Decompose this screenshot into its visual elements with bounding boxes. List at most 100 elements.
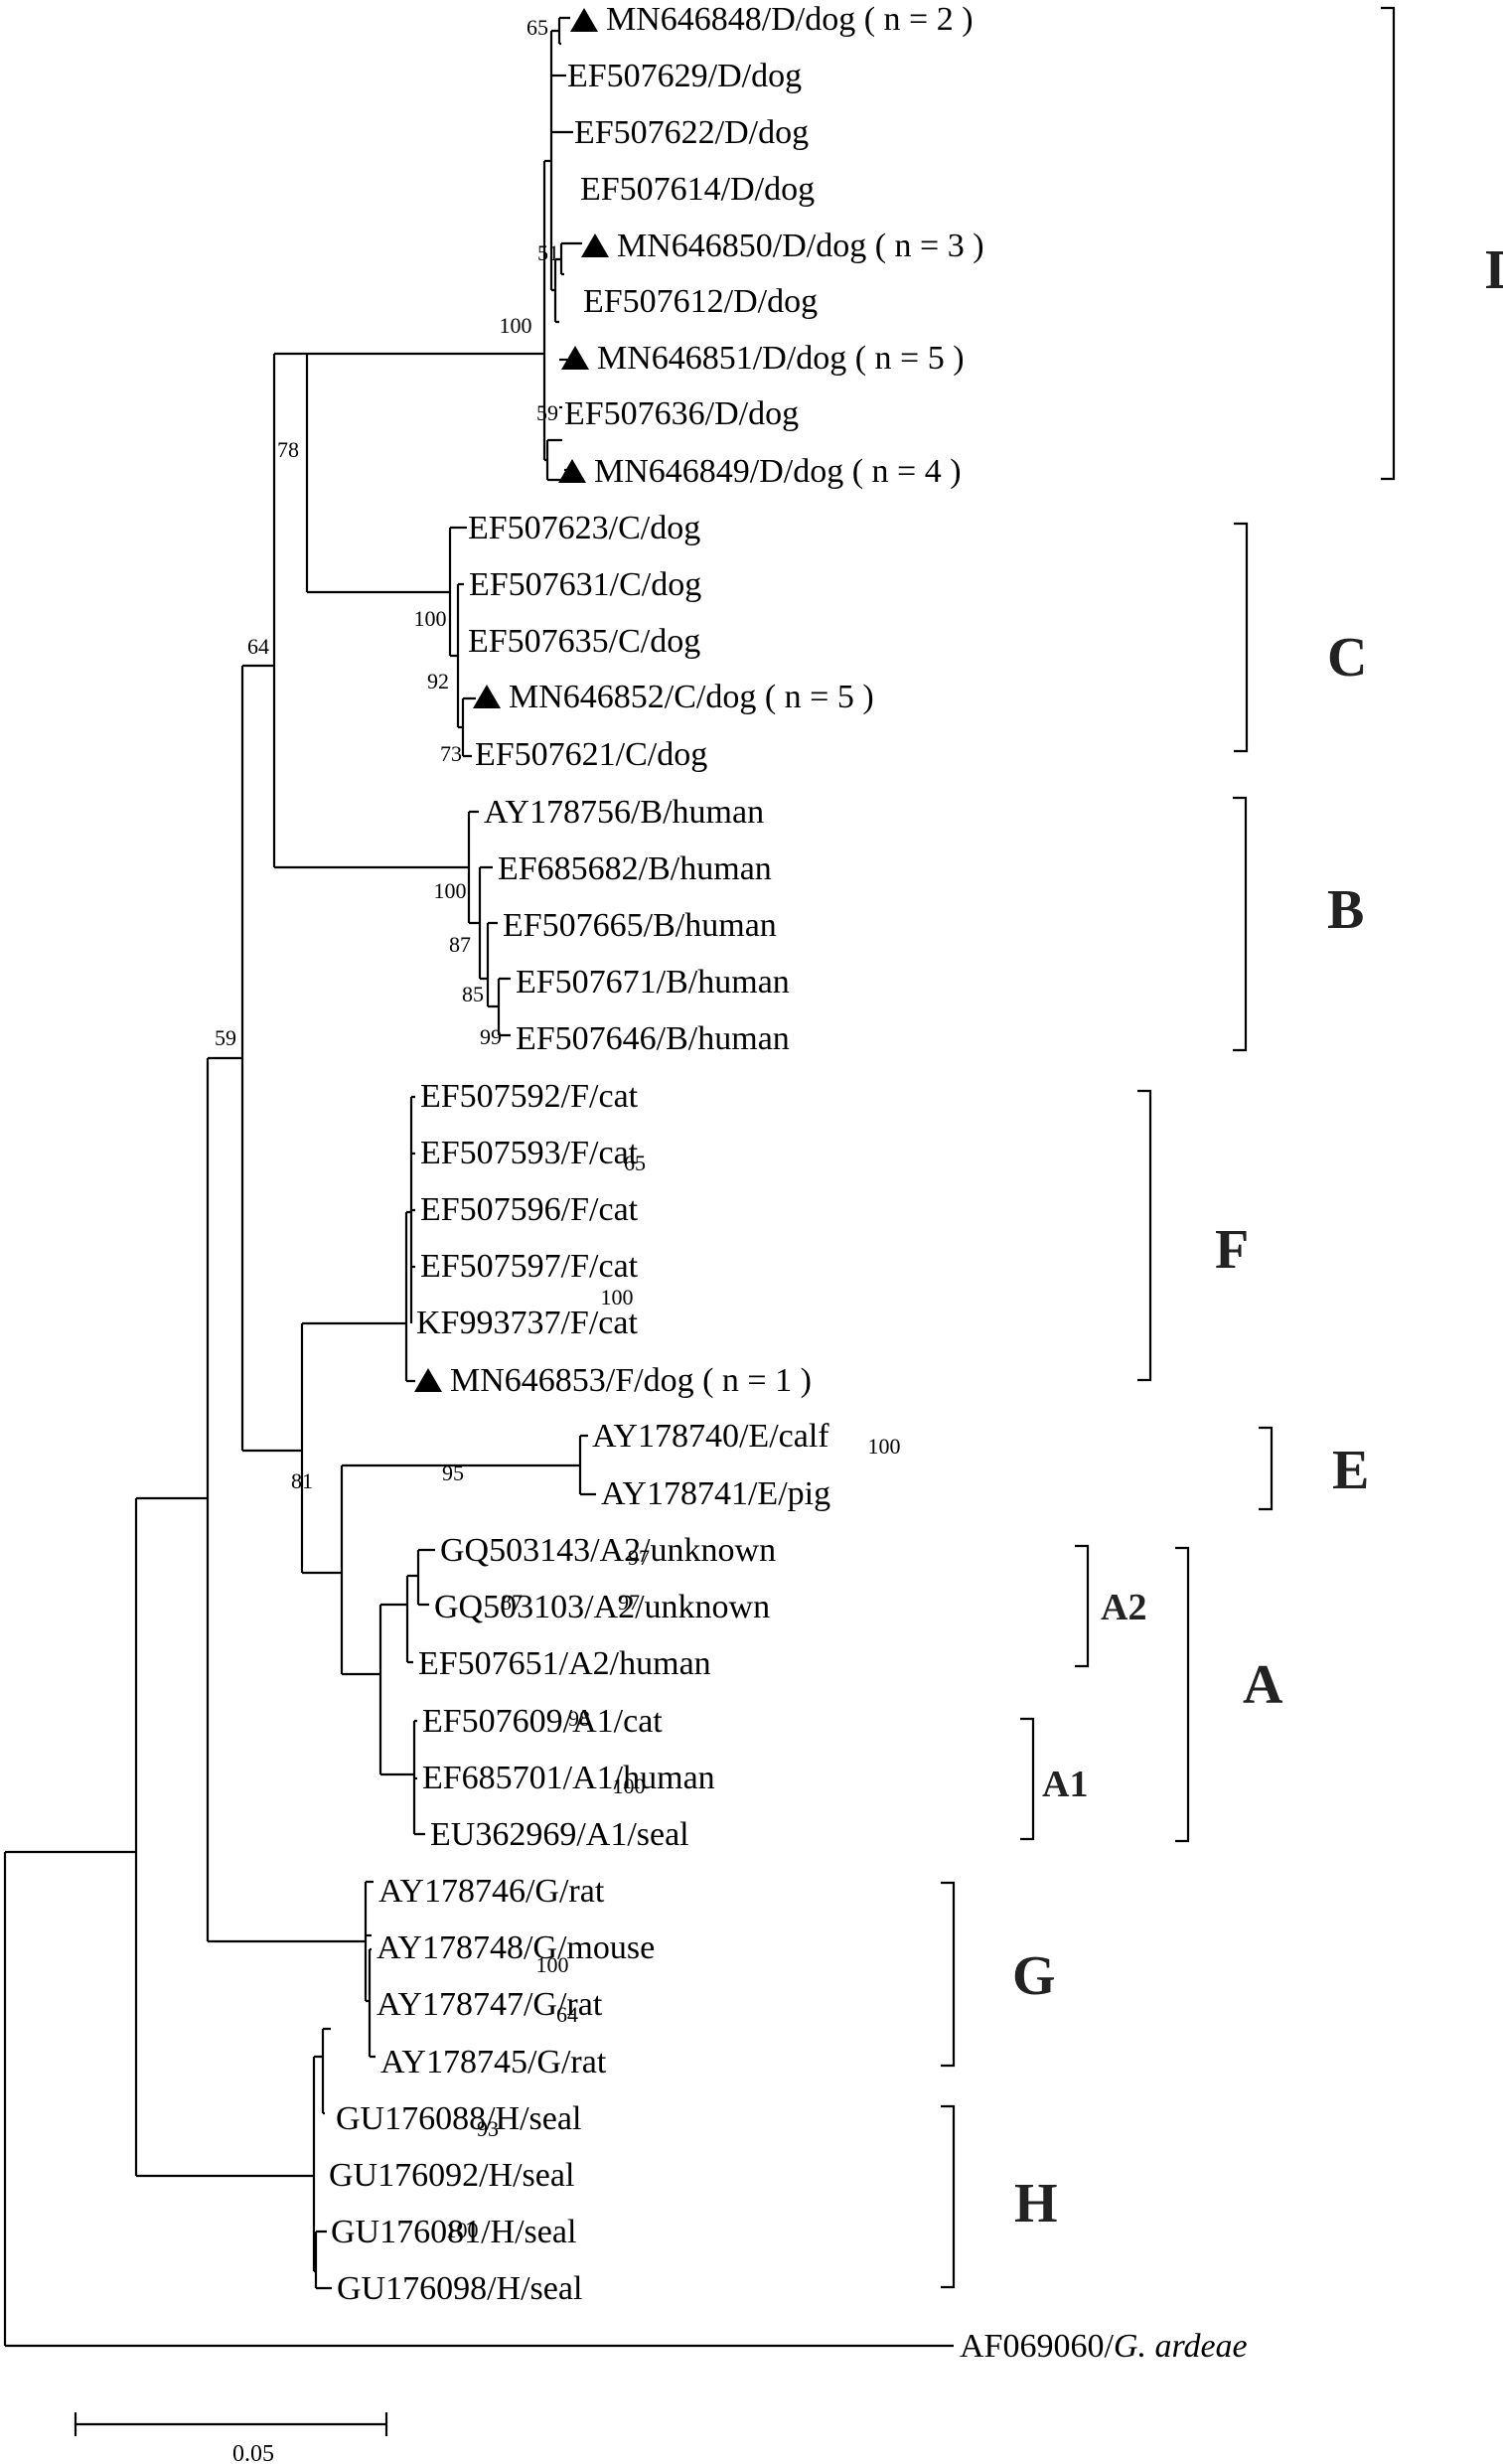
leaf-label: AY178747/G/rat	[376, 1986, 603, 2023]
leaf-label: MN646851/D/dog ( n = 5 )	[597, 340, 965, 377]
clade-label-a: A	[1243, 1654, 1283, 1716]
clade-label-h: H	[1014, 2173, 1058, 2234]
leaf-label: GQ503143/A2/unknown	[440, 1532, 776, 1569]
leaf-label: EF507621/C/dog	[475, 736, 707, 773]
clade-label-a2: A2	[1101, 1587, 1146, 1628]
clade-label-g: G	[1012, 1945, 1056, 2007]
leaf-label: MN646853/F/dog ( n = 1 )	[450, 1362, 812, 1399]
new-sequence-triangle-icon	[581, 233, 609, 257]
bootstrap-value: 100	[613, 1773, 646, 1798]
clade-bracket-d	[1381, 6, 1396, 481]
new-sequence-triangle-icon	[414, 1368, 442, 1392]
leaf-label: EF507631/C/dog	[469, 566, 701, 603]
bootstrap-value: 97	[628, 1545, 650, 1570]
bootstrap-value: 73	[440, 741, 462, 766]
leaf-label: EF507651/A2/human	[418, 1645, 711, 1682]
scale-bar: 0.05	[74, 2412, 388, 2464]
bootstrap-value: 100	[868, 1434, 901, 1459]
bootstrap-value: 65	[624, 1151, 646, 1175]
leaf-label: KF993737/F/cat	[416, 1305, 638, 1341]
leaf-label: GU176092/H/seal	[329, 2157, 574, 2194]
clade-bracket-a2	[1075, 1544, 1090, 1668]
leaf-label: EF507665/B/human	[503, 907, 777, 944]
bootstrap-value: 100	[446, 2218, 479, 2242]
leaf-label: EF507593/F/cat	[420, 1135, 639, 1171]
leaf-label: EF507623/C/dog	[468, 510, 700, 546]
leaf-label: EF507596/F/cat	[420, 1191, 639, 1228]
clade-bracket-f	[1137, 1089, 1152, 1382]
leaf-label: EF507622/D/dog	[574, 114, 809, 151]
bootstrap-value: 100	[536, 1952, 569, 1977]
bootstrap-value: 100	[434, 878, 467, 903]
clade-bracket-b	[1233, 796, 1248, 1052]
bootstrap-value: 78	[277, 437, 299, 462]
outgroup-label: AF069060/G. ardeae	[960, 2328, 1248, 2365]
bootstrap-value: 64	[247, 634, 269, 659]
bootstrap-value: 87	[449, 932, 471, 957]
leaf-label: EF507636/D/dog	[564, 395, 799, 432]
bootstrap-value: 100	[601, 1285, 634, 1309]
leaf-label: AY178740/E/calf	[592, 1418, 829, 1455]
new-sequence-triangle-icon	[570, 8, 598, 32]
bootstrap-value: 87	[501, 1590, 523, 1615]
leaf-label: EF507609/A1/cat	[422, 1703, 663, 1740]
leaf-label: EF507635/C/dog	[468, 623, 700, 660]
leaf-label: EF507592/F/cat	[420, 1078, 639, 1115]
bootstrap-value: 51	[537, 240, 559, 265]
leaf-label: GU176088/H/seal	[336, 2100, 581, 2137]
leaf-label: EF507629/D/dog	[567, 58, 802, 94]
leaf-label: AY178746/G/rat	[378, 1873, 605, 1910]
leaf-label: AY178741/E/pig	[601, 1475, 830, 1512]
leaf-label: MN646852/C/dog ( n = 5 )	[509, 679, 874, 715]
bootstrap-value: 93	[477, 2116, 499, 2141]
bootstrap-value: 85	[462, 982, 484, 1006]
bootstrap-value: 64	[556, 2002, 578, 2027]
bootstrap-value: 100	[414, 606, 447, 631]
bootstrap-value: 59	[536, 400, 558, 425]
new-sequence-triangle-icon	[473, 685, 501, 708]
leaf-label: AY178756/B/human	[484, 794, 764, 831]
leaf-label: MN646848/D/dog ( n = 2 )	[606, 1, 974, 38]
bootstrap-value: 97	[618, 1590, 640, 1615]
clade-label-a1: A1	[1042, 1764, 1088, 1805]
leaf-label: EF685682/B/human	[498, 850, 772, 887]
scale-bar-line	[74, 2412, 388, 2436]
clade-label-d: D	[1485, 239, 1503, 301]
clade-label-f: F	[1215, 1219, 1249, 1281]
leaf-label: EF507597/F/cat	[420, 1248, 639, 1285]
bootstrap-value: 98	[568, 1706, 590, 1731]
leaf-label: EF507671/B/human	[516, 964, 790, 1001]
leaf-label: AY178748/G/mouse	[376, 1929, 655, 1966]
new-sequence-triangle-icon	[558, 459, 586, 483]
bootstrap-value: 92	[427, 669, 449, 693]
leaf-labels: MN646848/D/dog ( n = 2 ) EF507629/D/dog …	[329, 1, 1248, 2365]
leaf-label: GU176081/H/seal	[331, 2214, 576, 2250]
leaf-label: MN646849/D/dog ( n = 4 )	[594, 453, 962, 490]
clade-bracket-h	[941, 2104, 956, 2289]
new-sequence-triangle-icon	[561, 346, 589, 370]
bootstrap-value: 99	[480, 1024, 502, 1049]
leaf-label: EF685701/A1/human	[422, 1760, 715, 1796]
bootstrap-value: 59	[215, 1025, 236, 1050]
clade-bracket-a1	[1020, 1717, 1035, 1841]
leaf-label: EF507646/B/human	[516, 1020, 790, 1057]
leaf-label: MN646850/D/dog ( n = 3 )	[617, 228, 984, 264]
bootstrap-values: 65 51 100 59 78 100 92 73 64 100 87 85 9…	[215, 15, 901, 2242]
bootstrap-value: 65	[526, 15, 548, 40]
clade-bracket-c	[1234, 522, 1249, 753]
clade-label-c: C	[1327, 627, 1367, 689]
leaf-label: EU362969/A1/seal	[430, 1816, 689, 1853]
clade-bracket-g	[941, 1881, 956, 2068]
leaf-label: AY178745/G/rat	[380, 2044, 607, 2080]
clade-label-b: B	[1327, 879, 1364, 941]
clade-bracket-e	[1259, 1426, 1274, 1511]
bootstrap-value: 81	[291, 1468, 313, 1493]
clade-bracket-a	[1175, 1546, 1190, 1843]
bootstrap-value: 100	[500, 313, 532, 338]
leaf-label: GQ503103/A2/unknown	[434, 1589, 770, 1625]
clade-annotations: D C B F E A2 A1 A G H	[941, 6, 1503, 2289]
tree-branches	[3, 16, 954, 2348]
leaf-label: EF507614/D/dog	[580, 171, 815, 208]
